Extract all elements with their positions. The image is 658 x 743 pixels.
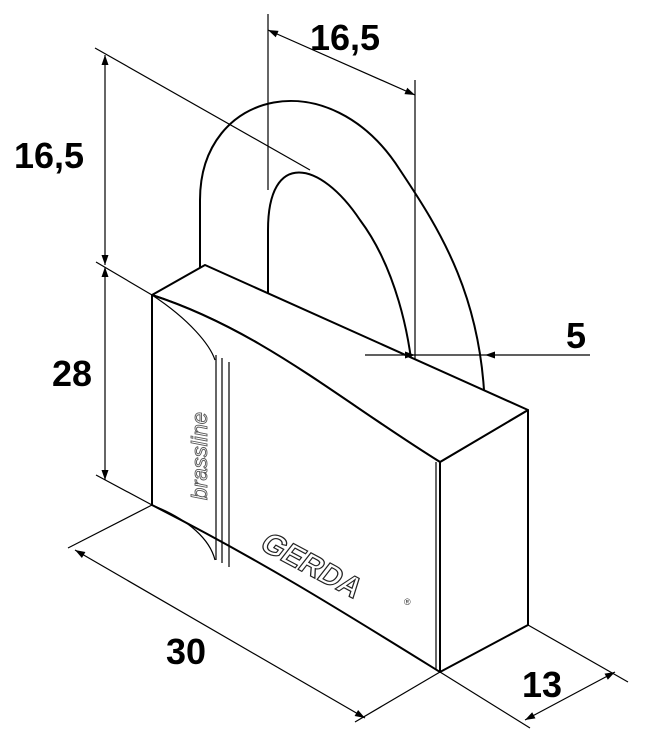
- body-width-label: 30: [166, 631, 206, 672]
- shackle-height-label: 16,5: [14, 135, 84, 176]
- dimension-shackle-width: 16,5: [267, 14, 416, 360]
- body-height-label: 28: [52, 353, 92, 394]
- registered-mark: ®: [404, 597, 411, 607]
- dimension-shackle-diameter: 5: [365, 315, 590, 359]
- brassline-label: brassline: [187, 412, 212, 500]
- dimension-shackle-height: 16,5: [14, 47, 311, 265]
- shackle-width-label: 16,5: [310, 17, 380, 58]
- dimension-body-depth: 13: [439, 624, 629, 729]
- dimension-body-height: 28: [52, 261, 153, 506]
- shackle-diameter-label: 5: [566, 315, 586, 356]
- dimension-body-width: 30: [67, 504, 441, 723]
- body-depth-label: 13: [522, 664, 562, 705]
